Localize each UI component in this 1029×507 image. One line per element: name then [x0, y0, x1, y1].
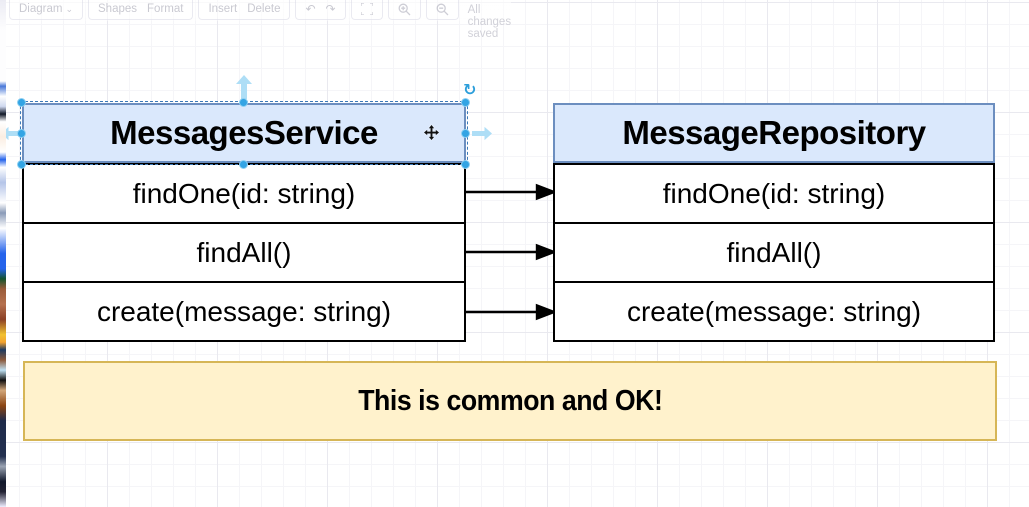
undo-icon[interactable]: ↶ [305, 2, 316, 16]
zoom-in-icon [398, 3, 411, 15]
class-header-messagerepository[interactable]: MessageRepository [553, 103, 995, 163]
class-header-messagesservice[interactable]: MessagesService [22, 103, 466, 163]
save-status: All changes saved [467, 4, 512, 40]
class-body-messagesservice: findOne(id: string) findAll() create(mes… [22, 163, 466, 342]
toolbar: Diagram⌄ Shapes Format Insert Delete ↶ ↷… [6, 0, 511, 40]
arrowhead-icon [535, 243, 558, 261]
zoom-out-button[interactable] [425, 0, 459, 20]
resize-handle-e[interactable] [461, 129, 470, 138]
connect-arrow-right-icon[interactable] [472, 126, 492, 141]
method-label: findOne(id: string) [662, 177, 886, 209]
redo-icon[interactable]: ↷ [325, 2, 336, 16]
resize-handle-w[interactable] [17, 129, 26, 138]
fullscreen-icon [360, 3, 373, 15]
method-label: findAll() [726, 236, 822, 268]
class-title: MessagesService [110, 114, 378, 151]
method-row[interactable]: create(message: string) [553, 281, 995, 342]
resize-handle-n[interactable] [239, 98, 248, 107]
arrowhead-icon [535, 303, 558, 321]
resize-handle-nw[interactable] [17, 98, 26, 107]
connect-arrow-up-icon[interactable] [236, 75, 252, 99]
connect-arrow-left-icon[interactable] [1, 126, 21, 141]
toolbar-group-diagram: Diagram⌄ [9, 0, 84, 20]
zoom-out-icon [436, 3, 449, 15]
resize-handle-ne[interactable] [461, 98, 470, 107]
method-row[interactable]: findOne(id: string) [22, 163, 466, 224]
method-row[interactable]: findAll() [553, 222, 995, 283]
resize-handle-sw[interactable] [17, 160, 26, 169]
diagram-menu[interactable]: Diagram⌄ [19, 3, 73, 15]
chevron-down-icon: ⌄ [65, 5, 74, 15]
arrowhead-icon [535, 183, 558, 201]
note-text: This is common and OK! [357, 384, 663, 417]
method-label: create(message: string) [96, 295, 392, 327]
delete-button[interactable]: Delete [247, 3, 281, 15]
shapes-menu[interactable]: Shapes [98, 3, 138, 15]
diagram-menu-label: Diagram [19, 3, 63, 15]
rotate-handle-icon[interactable]: ↻ [463, 80, 477, 99]
class-title: MessageRepository [622, 114, 926, 151]
zoom-in-button[interactable] [387, 0, 421, 20]
toolbar-group-view: Shapes Format [88, 0, 194, 20]
toolbar-group-history: ↶ ↷ [295, 0, 346, 20]
move-cursor-icon [424, 125, 439, 140]
fullscreen-button[interactable] [350, 0, 383, 20]
background-window-sliver [0, 0, 6, 507]
insert-menu[interactable]: Insert [208, 3, 238, 15]
resize-handle-se[interactable] [461, 160, 470, 169]
method-row[interactable]: create(message: string) [22, 281, 466, 342]
class-body-messagerepository: findOne(id: string) findAll() create(mes… [553, 163, 995, 342]
method-row[interactable]: findOne(id: string) [553, 163, 995, 224]
toolbar-group-edit: Insert Delete [198, 0, 291, 20]
method-label: findOne(id: string) [132, 177, 356, 209]
method-label: create(message: string) [626, 295, 922, 327]
note-shape[interactable]: This is common and OK! [23, 361, 997, 441]
method-label: findAll() [196, 236, 292, 268]
resize-handle-s[interactable] [239, 160, 248, 169]
method-row[interactable]: findAll() [22, 222, 466, 283]
format-menu[interactable]: Format [147, 3, 184, 15]
